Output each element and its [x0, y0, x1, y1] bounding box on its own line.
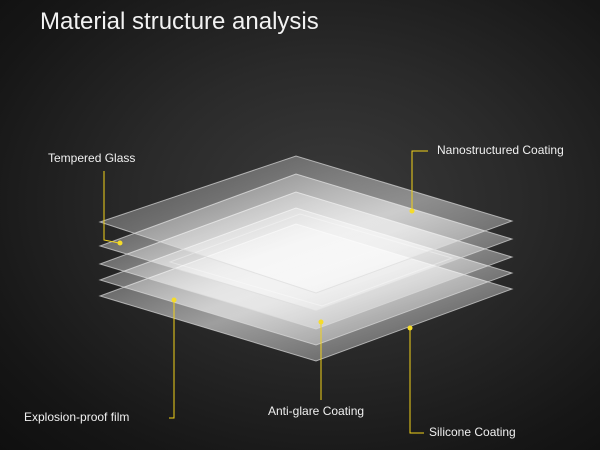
leader-explosion-proof: [169, 300, 175, 419]
layer-1-sheet: [98, 155, 514, 294]
page-title: Material structure analysis: [40, 8, 319, 35]
dot-explosion-proof: [171, 297, 177, 303]
leader-nanostructured: [411, 150, 428, 210]
label-anti-glare-coating: Anti-glare Coating: [268, 404, 365, 418]
dot-nanostructured: [409, 208, 415, 214]
leader-tempered-glass: [103, 171, 120, 244]
label-tempered-glass: Tempered Glass: [48, 151, 136, 165]
leader-silicone: [409, 328, 424, 434]
label-explosion-proof-film: Explosion-proof film: [24, 410, 130, 424]
leader-dots: [117, 208, 415, 331]
label-silicone-coating: Silicone Coating: [429, 425, 516, 439]
dot-tempered-glass: [117, 240, 123, 246]
leader-lines: [103, 150, 428, 434]
dot-silicone: [407, 325, 413, 331]
dot-anti-glare: [318, 319, 324, 325]
label-nanostructured-coating: Nanostructured Coating: [437, 143, 564, 157]
